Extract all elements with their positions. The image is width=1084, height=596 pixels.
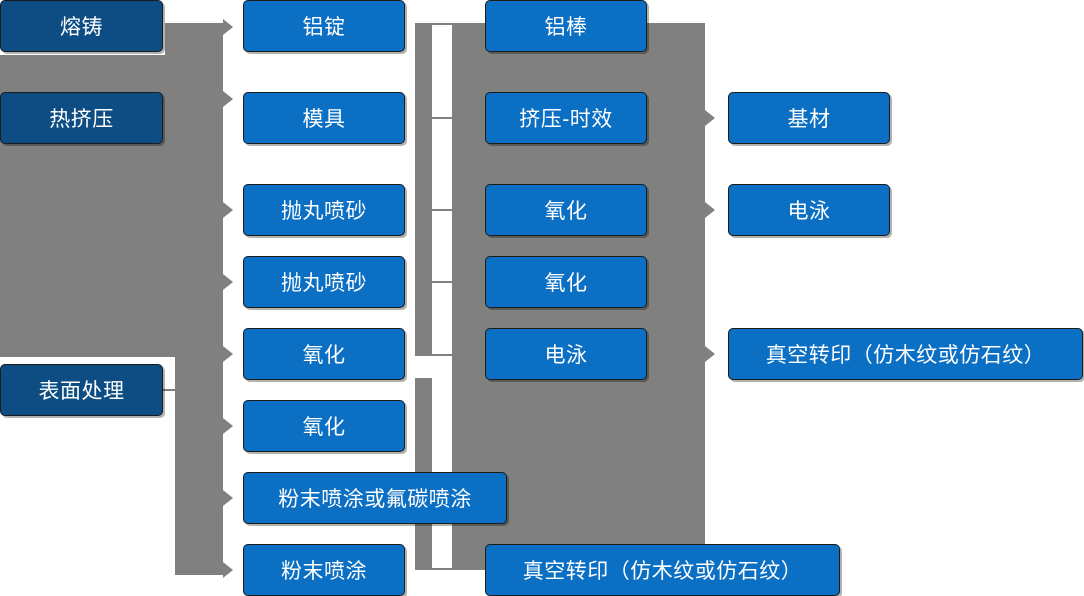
connector-mid-tie-middle bbox=[415, 354, 455, 356]
node-col2-7[interactable]: 粉末喷涂或氟碳喷涂 bbox=[243, 472, 507, 524]
node-col4-1[interactable]: 基材 bbox=[728, 92, 890, 144]
node-col2-8[interactable]: 粉末喷涂 bbox=[243, 544, 405, 596]
node-col3-6[interactable]: 真空转印（仿木纹或仿石纹） bbox=[485, 544, 840, 596]
connector-mid-tie-row3 bbox=[430, 209, 455, 211]
arrow-to-col4-3 bbox=[705, 346, 715, 362]
arrow-to-col4-1 bbox=[705, 110, 715, 126]
node-col2-2[interactable]: 模具 bbox=[243, 92, 405, 144]
arrow-to-col2-1 bbox=[223, 19, 233, 35]
node-col3-2[interactable]: 挤压-时效 bbox=[485, 92, 647, 144]
node-col2-4[interactable]: 抛丸喷砂 bbox=[243, 256, 405, 308]
arrow-to-col2-7 bbox=[223, 490, 233, 506]
node-col3-5[interactable]: 电泳 bbox=[485, 328, 647, 380]
node-stage-3[interactable]: 表面处理 bbox=[0, 364, 163, 416]
node-col4-2[interactable]: 电泳 bbox=[728, 184, 890, 236]
arrow-to-col2-5 bbox=[223, 346, 233, 362]
node-col3-3[interactable]: 氧化 bbox=[485, 184, 647, 236]
connector-mid-tie-row4 bbox=[430, 281, 455, 283]
node-col2-6[interactable]: 氧化 bbox=[243, 400, 405, 452]
node-stage-2[interactable]: 热挤压 bbox=[0, 92, 163, 144]
node-col2-3[interactable]: 抛丸喷砂 bbox=[243, 184, 405, 236]
arrow-to-col2-8 bbox=[223, 562, 233, 578]
connector-mid-tie-row2 bbox=[430, 117, 455, 119]
connector-arrow-down-to-hot-extrusion bbox=[73, 74, 91, 82]
connector-mid-tie-row6 bbox=[430, 568, 455, 570]
node-col4-3[interactable]: 真空转印（仿木纹或仿石纹） bbox=[728, 328, 1083, 380]
node-stage-1[interactable]: 熔铸 bbox=[0, 0, 163, 52]
node-col2-1[interactable]: 铝锭 bbox=[243, 0, 405, 52]
node-col3-1[interactable]: 铝棒 bbox=[485, 0, 647, 52]
arrow-to-col4-2 bbox=[705, 202, 715, 218]
node-col3-4[interactable]: 氧化 bbox=[485, 256, 647, 308]
connector-left-lower-column bbox=[175, 357, 223, 575]
connector-mid-bar-upper bbox=[415, 23, 432, 355]
connector-left-top-stub bbox=[165, 23, 223, 55]
connector-mid-tie-top bbox=[430, 23, 455, 25]
arrow-to-col2-4 bbox=[223, 274, 233, 290]
arrow-to-col2-6 bbox=[223, 418, 233, 434]
arrow-to-col2-2 bbox=[223, 91, 233, 107]
arrow-to-col2-3 bbox=[223, 202, 233, 218]
node-col2-5[interactable]: 氧化 bbox=[243, 328, 405, 380]
connector-line-surface-treatment bbox=[163, 389, 183, 391]
connector-arrow-down-to-surface-treatment bbox=[73, 348, 91, 356]
